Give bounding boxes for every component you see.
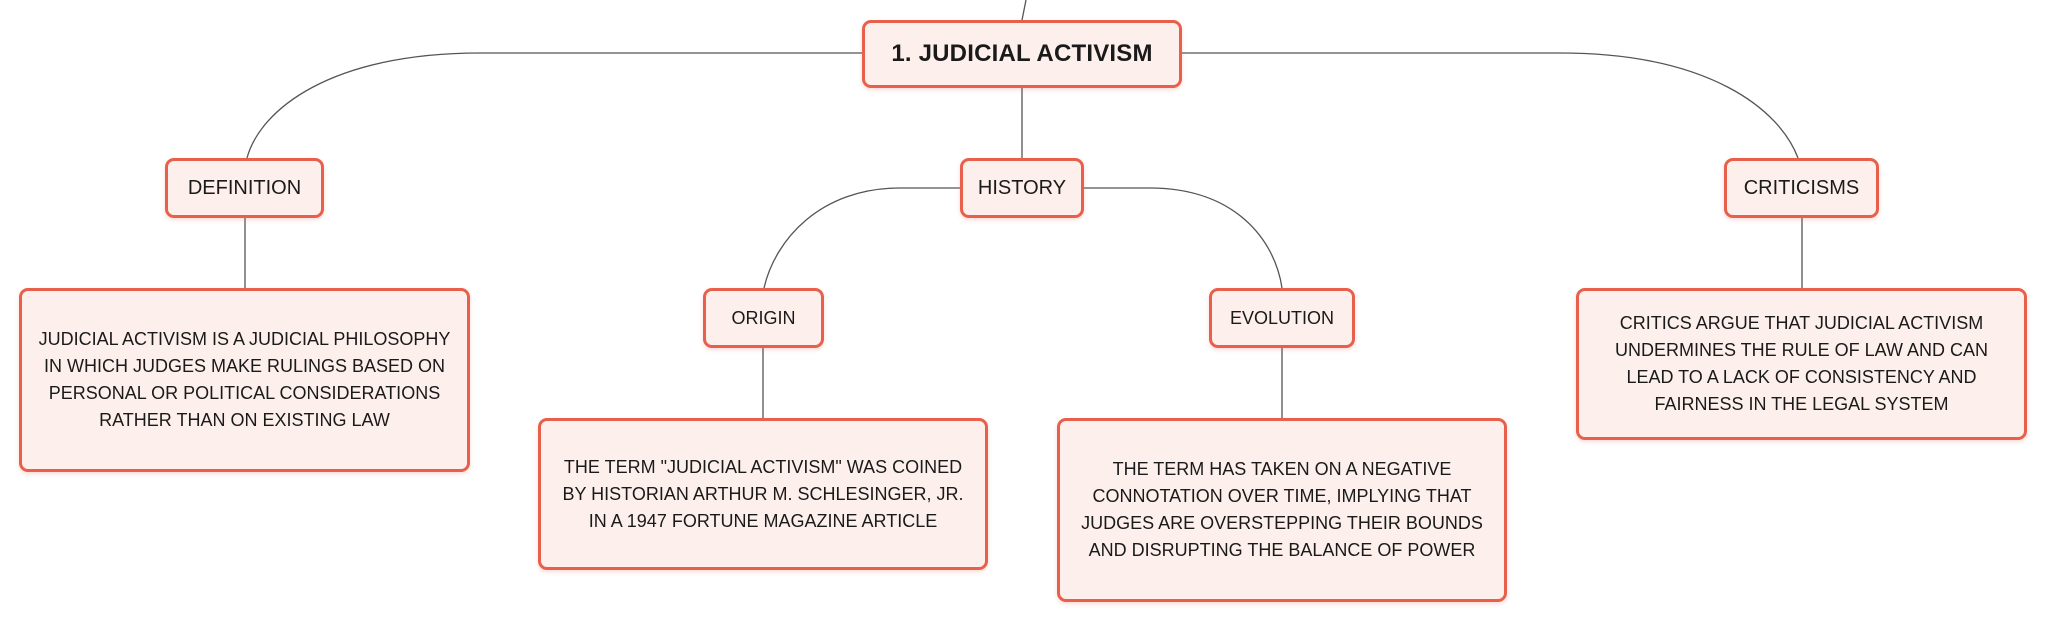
- connector-history-to-origin: [763, 187, 962, 289]
- node-criticisms[interactable]: CRITICISMS: [1724, 158, 1879, 218]
- node-evolution[interactable]: EVOLUTION: [1209, 288, 1355, 348]
- connector-history-to-evolution: [1082, 187, 1283, 289]
- node-definition[interactable]: DEFINITION: [165, 158, 324, 218]
- connector-root-to-definition: [246, 52, 862, 159]
- node-origin[interactable]: ORIGIN: [703, 288, 824, 348]
- connector-root-to-criticisms: [1182, 52, 1799, 159]
- connector-parent-to-root: [1021, 0, 1027, 21]
- node-definition-text[interactable]: JUDICIAL ACTIVISM IS A JUDICIAL PHILOSOP…: [19, 288, 470, 472]
- node-history[interactable]: HISTORY: [960, 158, 1084, 218]
- node-criticisms-text[interactable]: CRITICS ARGUE THAT JUDICIAL ACTIVISM UND…: [1576, 288, 2027, 440]
- root-node-judicial-activism[interactable]: 1. JUDICIAL ACTIVISM: [862, 20, 1182, 88]
- node-evolution-text[interactable]: THE TERM HAS TAKEN ON A NEGATIVE CONNOTA…: [1057, 418, 1507, 602]
- node-origin-text[interactable]: THE TERM "JUDICIAL ACTIVISM" WAS COINED …: [538, 418, 988, 570]
